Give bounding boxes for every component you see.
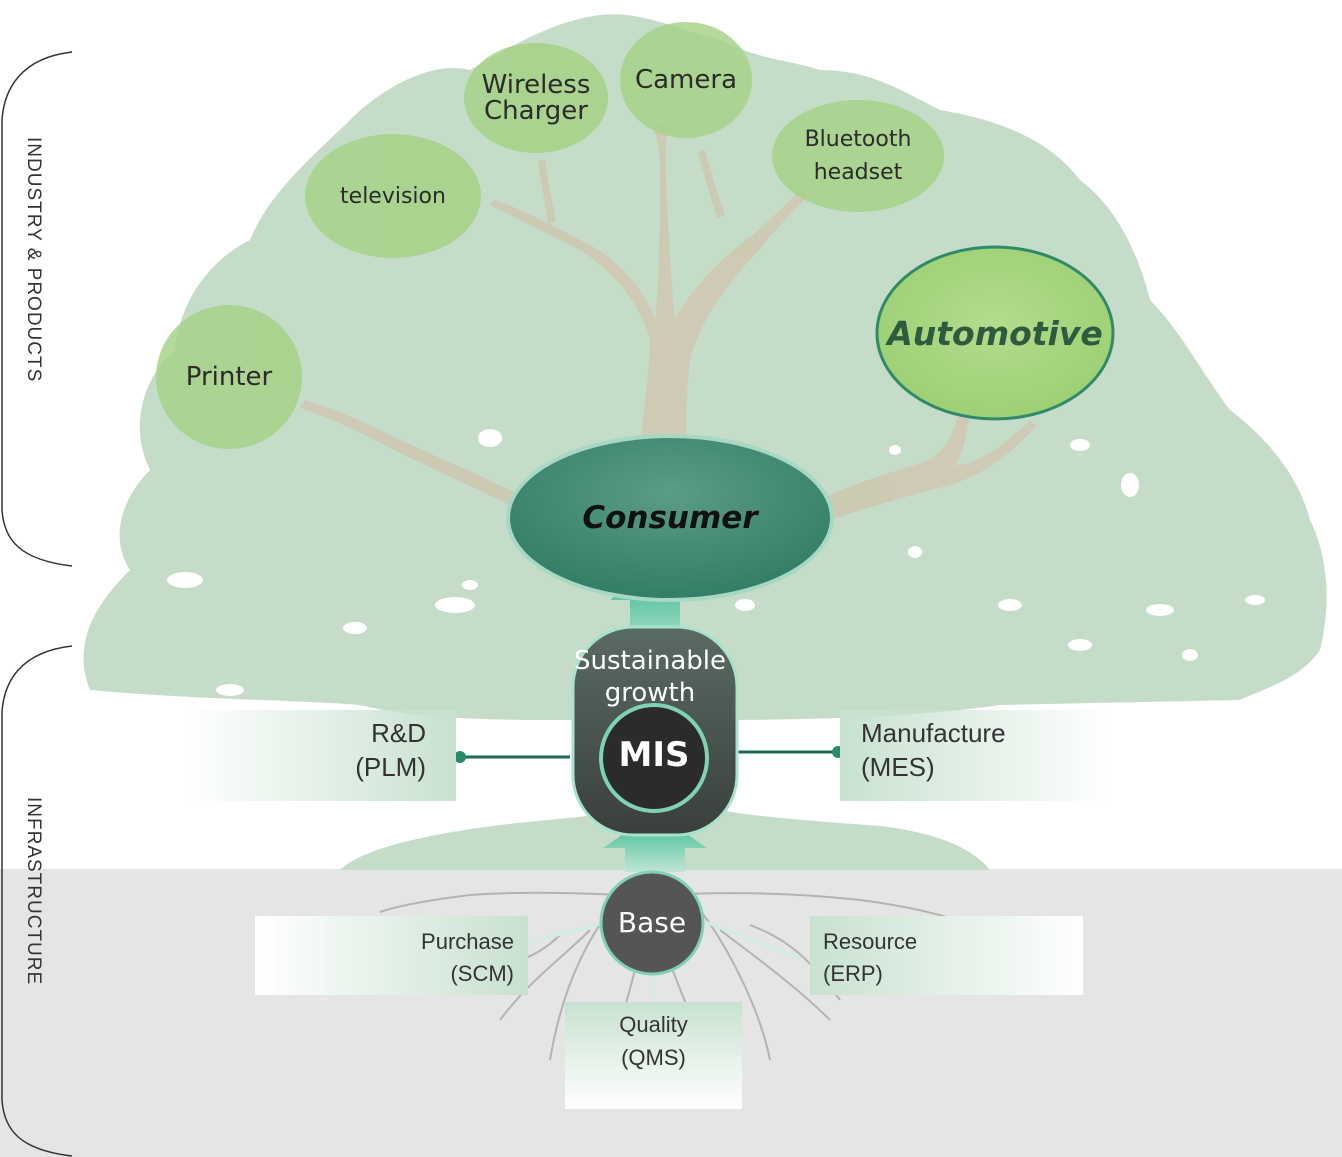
printer-label: Printer xyxy=(185,362,273,392)
product-automotive: Automotive xyxy=(877,247,1113,419)
wireless-charger-line-2: Charger xyxy=(484,96,588,126)
connector-lines xyxy=(460,750,840,759)
bluetooth-headset-line-2: headset xyxy=(813,160,903,185)
purchase-line-1: Purchase xyxy=(421,929,514,954)
infrastructure-label: INFRASTRUCTURE xyxy=(23,797,44,986)
resource-line-2: (ERP) xyxy=(823,961,883,986)
bluetooth-headset-line-1: Bluetooth xyxy=(804,127,912,152)
rnd-line-2: (PLM) xyxy=(355,752,426,782)
mis-label: MIS xyxy=(618,735,690,775)
system-rnd: R&D (PLM) xyxy=(187,710,456,801)
sector-consumer: Consumer xyxy=(508,436,832,600)
camera-label: Camera xyxy=(634,65,738,95)
television-label: television xyxy=(340,183,446,209)
quality-line-1: Quality xyxy=(619,1012,688,1037)
industry-products-label: INDUSTRY & PRODUCTS xyxy=(23,137,44,383)
consumer-label: Consumer xyxy=(582,500,758,536)
sustainable-growth-line-2: growth xyxy=(604,678,696,708)
tree-trunk xyxy=(300,125,1036,520)
canopy-gaps xyxy=(167,429,1265,696)
wireless-charger-line-1: Wireless xyxy=(481,70,591,100)
quality-line-2: (QMS) xyxy=(621,1045,686,1070)
manufacture-line-1: Manufacture xyxy=(861,718,1006,748)
product-camera: Camera xyxy=(620,22,752,138)
base-label: Base xyxy=(617,906,687,939)
product-printer: Printer xyxy=(156,305,302,449)
side-brackets xyxy=(1,51,73,1157)
product-wireless-charger: Wireless Charger xyxy=(464,43,608,153)
system-quality: Quality (QMS) xyxy=(565,1002,742,1109)
system-purchase: Purchase (SCM) xyxy=(255,916,528,995)
system-resource: Resource (ERP) xyxy=(810,916,1083,995)
leaf-circles xyxy=(156,22,944,449)
purchase-line-2: (SCM) xyxy=(450,961,514,986)
manufacture-line-2: (MES) xyxy=(861,752,935,782)
rnd-line-1: R&D xyxy=(371,718,426,748)
automotive-label: Automotive xyxy=(887,313,1103,353)
product-bluetooth-headset: Bluetooth headset xyxy=(772,100,944,212)
sustainable-growth-label: Sustainable growth xyxy=(560,645,740,709)
product-television: television xyxy=(305,134,481,258)
system-manufacture: Manufacture (MES) xyxy=(840,710,1110,801)
sustainable-growth-line-1: Sustainable xyxy=(573,646,726,676)
resource-line-1: Resource xyxy=(823,929,918,954)
